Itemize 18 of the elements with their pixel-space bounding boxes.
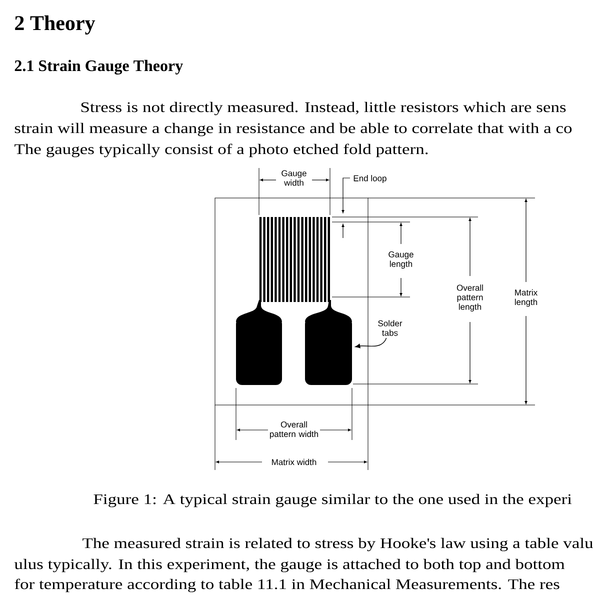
- body-text: Stress is not directly measured. Instead, little resistors which are sens: [81, 102, 566, 116]
- dimension-label: End loop: [354, 175, 386, 183]
- body-text: ulus typically. In this experiment, the gauge is attached to both top and bottom: [14, 558, 565, 572]
- part-label: Solder tabs: [378, 320, 402, 336]
- body-text: for temperature according to table 11.1 in Mechanical Measurements. The res: [14, 578, 560, 592]
- subsection-heading: 2.1 Strain Gauge Theory: [14, 60, 183, 75]
- section-heading: 2 Theory: [15, 15, 96, 35]
- dimension-label: Gauge width: [282, 170, 306, 186]
- figure-caption: Figure 1: A typical strain gauge similar to the one used in the experi: [94, 494, 572, 508]
- body-text: strain will measure a change in resistance and be able to correlate that with a co: [14, 122, 572, 136]
- dimension-label: Overall pattern width: [270, 421, 318, 439]
- dimension-label: Overall pattern length: [456, 284, 483, 312]
- leader-line: [355, 338, 387, 348]
- dimension-label: Gauge length: [388, 251, 414, 269]
- body-text: The measured strain is related to stress by Hooke's law using a table valu: [82, 538, 593, 552]
- dimension-label: Matrix width: [270, 458, 318, 466]
- body-text: The gauges typically consist of a photo etched fold pattern.: [14, 144, 428, 158]
- dimension-label: Matrix length: [515, 289, 538, 307]
